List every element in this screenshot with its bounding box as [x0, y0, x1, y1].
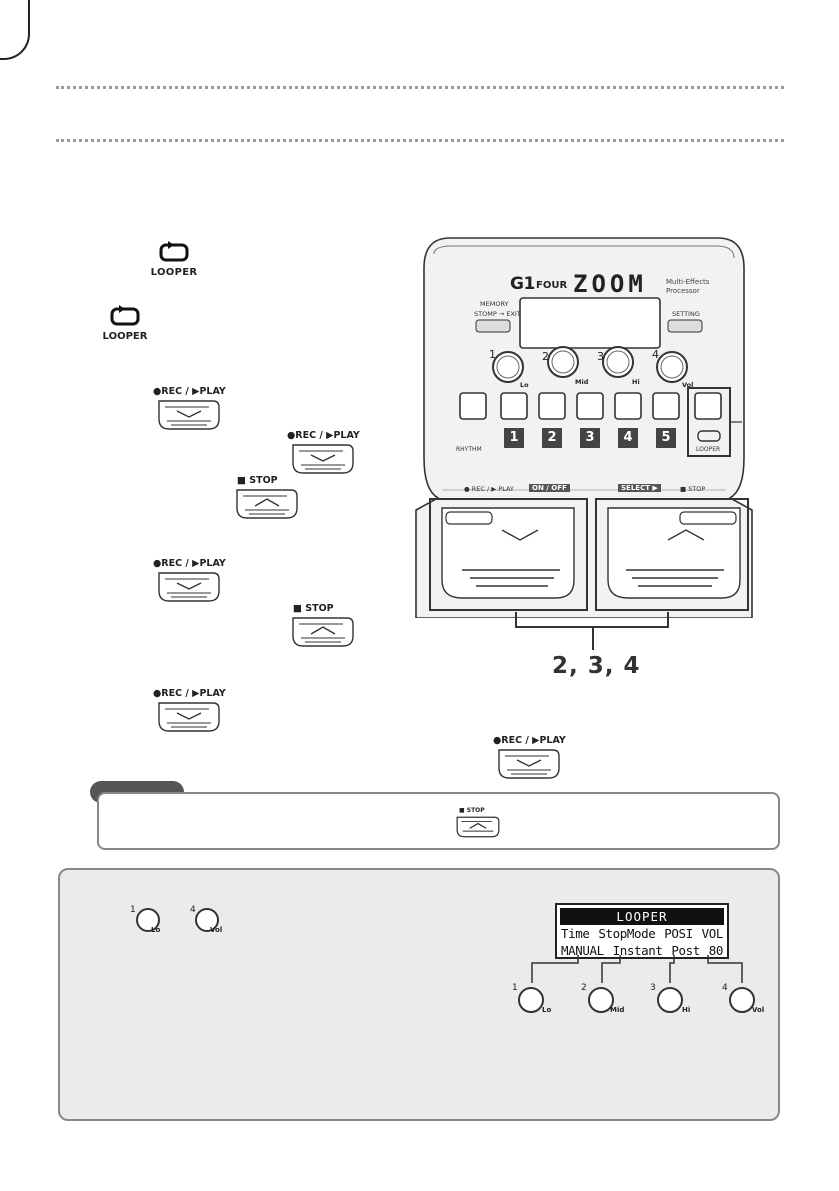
effect-number-5: 5 — [661, 430, 671, 445]
lcd-knob-2-number: 2 — [581, 983, 587, 993]
knob-4-number: 4 — [652, 348, 659, 361]
lcd-header-posi: POSI — [664, 926, 693, 941]
divider-top — [56, 86, 784, 89]
stop-pedal-icon: ■ STOP — [231, 475, 303, 526]
hint-box — [97, 792, 780, 850]
looper-icon: LOOPER — [150, 241, 198, 278]
knob-2-sub: Mid — [575, 378, 589, 386]
effect-number-2: 2 — [547, 430, 557, 445]
lcd-header-vol: VOL — [701, 926, 724, 941]
device-subtitle-1: Multi-Effects — [666, 278, 710, 286]
knob-4-icon — [195, 908, 219, 932]
rec-play-pedal-icon: ●REC / ▶PLAY — [153, 386, 226, 437]
lcd-knob-2-icon[interactable] — [588, 987, 614, 1013]
rec-play-label: ●REC / ▶PLAY — [153, 688, 226, 699]
knob-1-sub: Lo — [520, 381, 529, 389]
on-off-bar-label: ON / OFF — [529, 484, 570, 492]
effect-number-4: 4 — [623, 430, 633, 445]
rec-play-pedal-icon: ●REC / ▶PLAY — [153, 688, 226, 739]
knob-2-number: 2 — [542, 350, 549, 363]
small-knob-1-number: 1 — [130, 905, 136, 915]
rhythm-label: RHYTHM — [456, 446, 482, 453]
stop-label: ■ STOP — [237, 475, 278, 486]
callout-bracket — [515, 612, 669, 628]
rec-play-pedal-icon: ●REC / ▶PLAY — [287, 430, 360, 481]
lcd-knob-1-sub: Lo — [542, 1006, 552, 1014]
looper-icon: LOOPER — [101, 305, 149, 342]
knob-4-sub: Vol — [682, 381, 694, 389]
lcd-knob-3-sub: Hi — [682, 1006, 691, 1014]
lcd-knob-3-number: 3 — [650, 983, 656, 993]
lcd-header-stopmode: StopMode — [598, 926, 656, 941]
stop-bar-label: ■ STOP — [680, 485, 706, 493]
knob-3-sub: Hi — [632, 378, 640, 386]
device-subtitle-2: Processor — [666, 287, 700, 295]
stomp-exit-label: STOMP → EXIT — [474, 310, 521, 318]
memory-label: MEMORY — [480, 300, 509, 308]
divider-bottom — [56, 139, 784, 142]
g1-four-device: G1 FOUR ZOOM Multi-Effects Processor MEM… — [412, 228, 757, 618]
rec-play-pedal-icon: ●REC / ▶PLAY — [153, 558, 226, 609]
stop-pedal-icon-small: ■ STOP — [453, 807, 503, 844]
effect-number-1: 1 — [509, 430, 519, 445]
looper-icon-label: LOOPER — [150, 267, 198, 278]
looper-icon-label: LOOPER — [102, 331, 148, 342]
lcd-knob-1-icon[interactable] — [518, 987, 544, 1013]
lcd-knob-3-icon[interactable] — [657, 987, 683, 1013]
lcd-knob-2-sub: Mid — [610, 1006, 625, 1014]
callout-stem — [592, 628, 594, 650]
select-bar-label: SELECT ▶ — [618, 484, 661, 492]
rec-play-label: ●REC / ▶PLAY — [153, 386, 226, 397]
rec-play-pedal-icon: ●REC / ▶PLAY — [493, 735, 566, 786]
effect-number-3: 3 — [585, 430, 595, 445]
knob-3-number: 3 — [597, 350, 604, 363]
rec-play-bar-label: ● REC / ▶ PLAY — [464, 485, 514, 493]
lcd-knob-4-icon[interactable] — [729, 987, 755, 1013]
small-knob-4-sub: Vol — [210, 926, 223, 934]
lcd-value-posi: Post — [671, 943, 700, 958]
setting-label: SETTING — [672, 310, 700, 318]
knob-1-number: 1 — [489, 348, 496, 361]
lcd-knob-4-sub: Vol — [752, 1006, 765, 1014]
lcd-knob-1-number: 1 — [512, 983, 518, 993]
lcd-knob-connectors — [531, 955, 743, 983]
device-model: G1 — [510, 274, 535, 294]
knob-1-icon — [136, 908, 160, 932]
device-model-suffix: FOUR — [536, 280, 568, 291]
lcd-value-row: MANUAL Instant Post 80 — [557, 942, 727, 959]
looper-button-label: LOOPER — [696, 446, 721, 453]
lcd-knob-4-number: 4 — [722, 983, 728, 993]
stop-label-small: ■ STOP — [459, 807, 485, 814]
brand-logo: ZOOM — [573, 270, 647, 298]
rec-play-label: ●REC / ▶PLAY — [287, 430, 360, 441]
rec-play-label: ●REC / ▶PLAY — [153, 558, 226, 569]
lcd-header-row: Time StopMode POSI VOL — [557, 925, 727, 942]
small-knob-4-number: 4 — [190, 905, 196, 915]
stop-label: ■ STOP — [293, 603, 334, 614]
stop-pedal-icon: ■ STOP — [287, 603, 359, 654]
callout-step-numbers: 2, 3, 4 — [552, 653, 641, 679]
small-knob-1-sub: Lo — [151, 926, 161, 934]
lcd-value-time: MANUAL — [561, 943, 604, 958]
lcd-value-stopmode: Instant — [612, 943, 663, 958]
page-corner-mark — [0, 0, 30, 60]
rec-play-label: ●REC / ▶PLAY — [493, 735, 566, 746]
lcd-header-time: Time — [561, 926, 590, 941]
looper-lcd-display: LOOPER Time StopMode POSI VOL MANUAL Ins… — [555, 903, 729, 959]
lcd-title: LOOPER — [560, 908, 724, 925]
lcd-value-vol: 80 — [708, 943, 724, 958]
